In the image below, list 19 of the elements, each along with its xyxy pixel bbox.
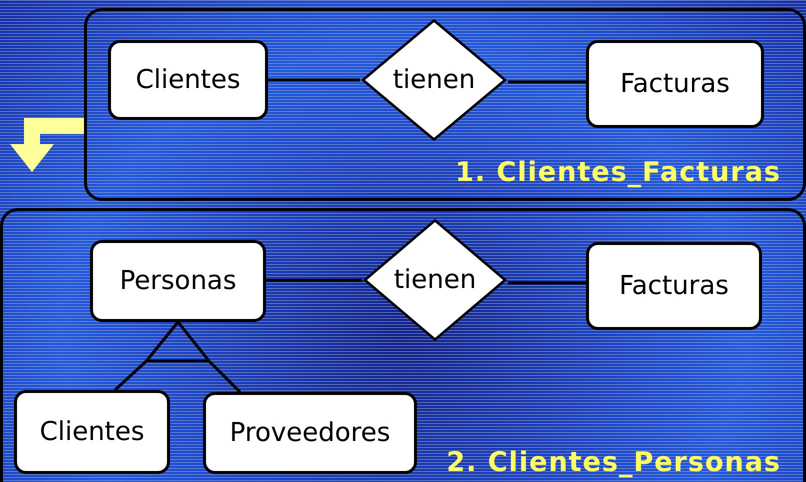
entity-box: Personas [90, 240, 266, 322]
connector-line [268, 78, 360, 82]
entity-box: Facturas [586, 40, 764, 128]
entity-box: Clientes [108, 40, 268, 120]
entity-box: Clientes [14, 390, 170, 474]
relationship-diamond: tienen [362, 218, 508, 342]
entity-box: Proveedores [203, 392, 417, 474]
connector-line [114, 321, 180, 392]
connector-line [508, 282, 586, 284]
relationship-diamond: tienen [360, 18, 508, 142]
entity-box: Facturas [586, 242, 762, 330]
connector-line [266, 279, 362, 282]
group-panel [84, 8, 806, 201]
connector-line [508, 80, 586, 84]
panel-heading: 2. Clientes_Personas [446, 447, 781, 478]
block-arrow [10, 118, 84, 172]
connector-line [176, 321, 242, 394]
panel-heading: 1. Clientes_Facturas [455, 157, 781, 188]
group-panel [0, 208, 806, 482]
